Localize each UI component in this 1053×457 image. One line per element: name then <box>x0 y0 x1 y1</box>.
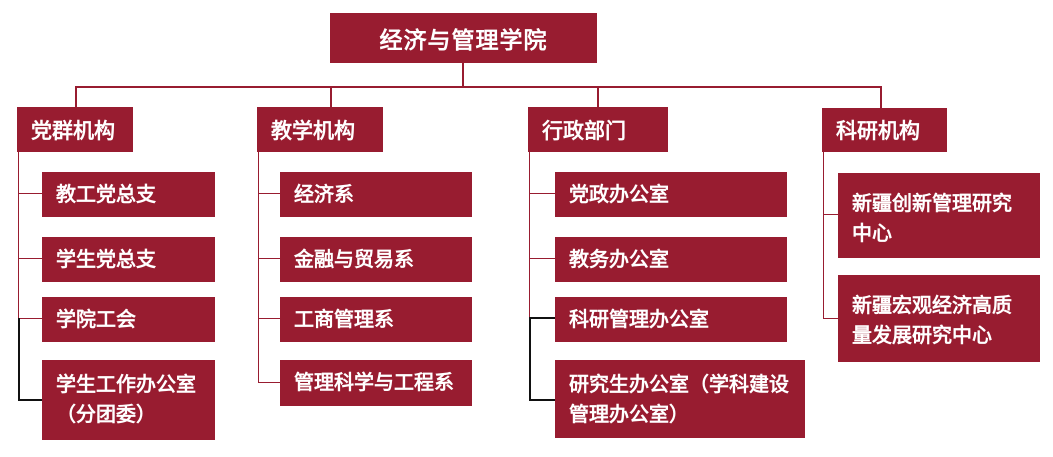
org-item: 新疆创新管理研究中心 <box>838 173 1040 258</box>
connector-col1-spine-lower <box>18 318 20 401</box>
connector-drop-group2 <box>330 86 332 107</box>
connector-col2-stub1 <box>258 193 280 194</box>
connector-rail <box>75 86 882 88</box>
org-item: 工商管理系 <box>280 297 472 342</box>
connector-drop-group4 <box>880 86 882 108</box>
group-header-teaching: 教学机构 <box>257 107 383 152</box>
root-box: 经济与管理学院 <box>330 13 597 63</box>
connector-col4-stub2 <box>823 318 838 319</box>
connector-col3-spine-lower <box>529 317 531 401</box>
connector-col4-stub1 <box>823 214 838 215</box>
connector-col2-stub4 <box>258 382 280 383</box>
connector-col3-stub2 <box>529 258 555 259</box>
org-item: 研究生办公室（学科建设管理办公室） <box>555 360 805 438</box>
org-item: 科研管理办公室 <box>555 297 787 342</box>
org-item: 学院工会 <box>42 297 215 342</box>
group-header-party: 党群机构 <box>17 107 133 152</box>
org-item: 新疆宏观经济高质量发展研究中心 <box>838 275 1040 362</box>
org-item: 学生党总支 <box>42 237 215 282</box>
group-header-admin: 行政部门 <box>528 107 668 152</box>
connector-col3-stub1 <box>529 193 555 194</box>
org-item: 学生工作办公室（分团委） <box>42 360 215 440</box>
org-item: 教务办公室 <box>555 237 787 282</box>
connector-col4-spine <box>823 152 824 319</box>
connector-col2-spine <box>258 152 259 383</box>
connector-col3-spine <box>529 152 530 318</box>
org-item: 金融与贸易系 <box>280 237 472 282</box>
connector-col3-stub4 <box>529 399 555 401</box>
org-item: 管理科学与工程系 <box>280 360 472 406</box>
connector-col2-stub2 <box>258 258 280 259</box>
connector-col1-stub3 <box>18 318 42 319</box>
connector-root-stem <box>462 63 464 87</box>
org-item: 经济系 <box>280 172 472 217</box>
connector-drop-group3 <box>597 86 599 107</box>
connector-col1-stub2 <box>18 258 42 259</box>
group-header-research: 科研机构 <box>822 108 947 152</box>
connector-col3-stub3 <box>529 317 555 319</box>
connector-col1-stub4 <box>18 399 42 401</box>
connector-col2-stub3 <box>258 318 280 319</box>
connector-drop-group1 <box>75 86 77 107</box>
org-item: 党政办公室 <box>555 172 787 217</box>
org-item: 教工党总支 <box>42 172 215 217</box>
connector-col1-stub1 <box>18 193 42 194</box>
connector-col1-spine <box>18 152 19 320</box>
